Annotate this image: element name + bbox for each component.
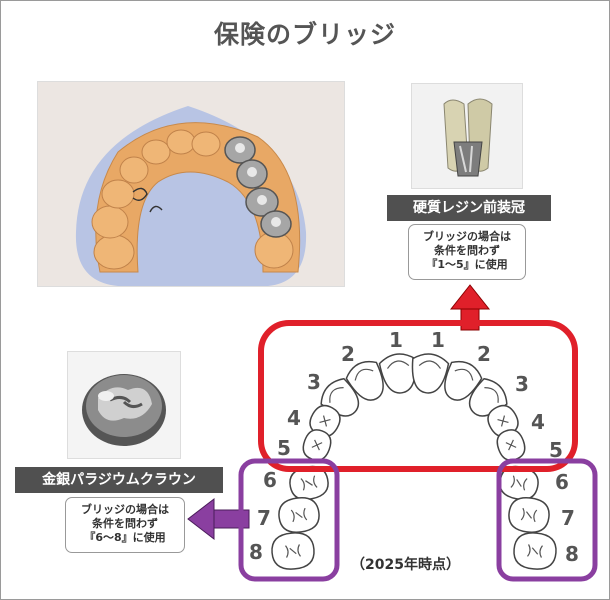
metal-crown-photo	[67, 351, 181, 459]
note-line: 『6〜8』に使用	[84, 531, 166, 544]
tooth-number: 4	[531, 410, 545, 434]
note-line: 条件を問わず	[92, 517, 158, 530]
tooth-number: 3	[307, 370, 321, 394]
tooth-shape	[444, 360, 483, 401]
metal-crown-label: 金銀パラジウムクラウン	[15, 467, 223, 493]
tooth-number: 1	[389, 328, 403, 352]
resin-crown-label: 硬質レジン前装冠	[387, 195, 551, 221]
tooth-shape	[345, 360, 384, 401]
note-line: 条件を問わず	[434, 244, 500, 257]
teeth-group	[271, 353, 557, 570]
tooth-number: 2	[477, 342, 491, 366]
tooth-number: 2	[341, 342, 355, 366]
back-teeth-frame-left	[238, 458, 340, 582]
tooth-number: 6	[555, 470, 569, 494]
page-title: 保険のブリッジ	[213, 20, 396, 49]
note-line: ブリッジの場合は	[423, 230, 511, 243]
tooth-number: 8	[249, 540, 263, 564]
resin-crown-photo	[411, 83, 523, 189]
tooth-number: 7	[561, 506, 575, 530]
tooth-number: 5	[277, 436, 291, 460]
tooth-number: 6	[263, 468, 277, 492]
tooth-shape	[513, 532, 557, 570]
tooth-number: 8	[565, 542, 579, 566]
tooth-number: 1	[431, 328, 445, 352]
tooth-number: 7	[257, 506, 271, 530]
note-line: 『1〜5』に使用	[426, 258, 508, 271]
resin-crown-note: ブリッジの場合は 条件を問わず 『1〜5』に使用	[408, 224, 526, 280]
tooth-shape	[278, 497, 320, 533]
tooth-number: 3	[515, 372, 529, 396]
back-teeth-frame-right	[496, 458, 598, 582]
tooth-number: 5	[549, 438, 563, 462]
metal-crown-note: ブリッジの場合は 条件を問わず 『6〜8』に使用	[65, 497, 185, 553]
front-teeth-frame	[258, 320, 578, 472]
tooth-number: 4	[287, 406, 301, 430]
year-note: （2025年時点）	[351, 557, 460, 573]
tooth-shape	[309, 404, 341, 438]
tooth-shape	[411, 353, 450, 394]
tooth-shape	[271, 532, 315, 570]
tooth-shape	[508, 497, 550, 533]
tooth-shape	[302, 429, 332, 461]
bridge-model-photo	[37, 81, 345, 287]
note-line: ブリッジの場合は	[81, 503, 169, 516]
tooth-shape	[378, 353, 417, 394]
